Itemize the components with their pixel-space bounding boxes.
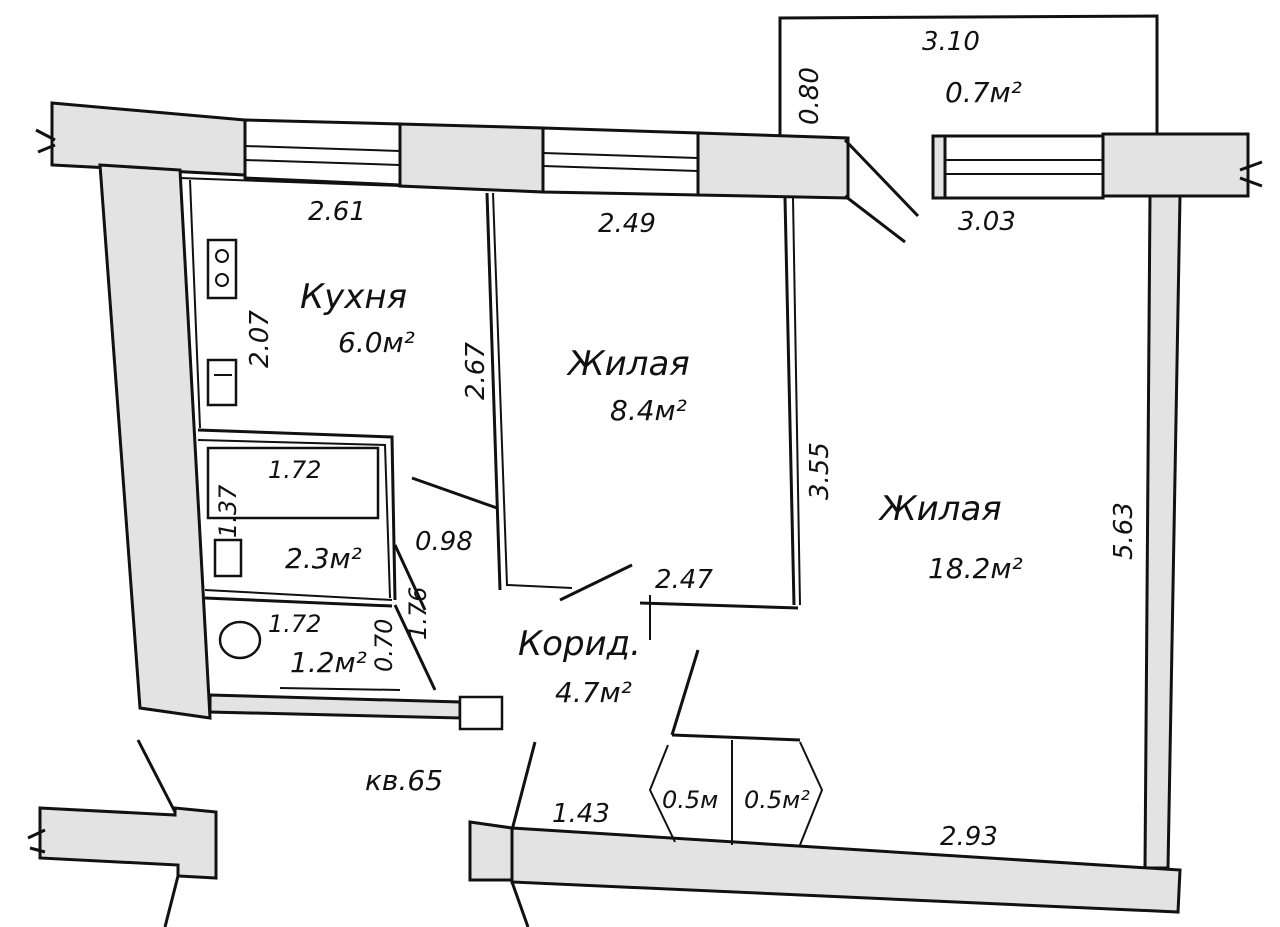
bathroom-walls bbox=[197, 428, 427, 611]
dim-balcony-depth: 0.80 bbox=[795, 67, 825, 125]
dim-bathroom-depth: 1.37 bbox=[214, 484, 242, 538]
dim-living-large-top: 3.03 bbox=[958, 207, 1016, 237]
closets bbox=[648, 649, 824, 846]
dim-bath-door: 0.98 bbox=[415, 527, 473, 557]
dim-living-small-side: 3.55 bbox=[805, 442, 835, 500]
vent-shaft-icon bbox=[458, 695, 504, 731]
closet-left-area: 0.5м bbox=[662, 786, 718, 814]
balcony-door bbox=[843, 138, 920, 244]
dim-toilet-depth: 0.70 bbox=[370, 619, 398, 672]
window-kitchen bbox=[243, 118, 402, 187]
right-wall bbox=[1143, 194, 1182, 870]
window-living-small bbox=[541, 126, 700, 197]
dim-kitchen-stove-side: 2.07 bbox=[245, 310, 275, 368]
toilet-icon bbox=[218, 620, 262, 660]
dim-toilet-width: 1.72 bbox=[268, 610, 321, 638]
dim-corridor-side: 1.76 bbox=[404, 587, 432, 640]
dim-living-small-bottom: 2.47 bbox=[655, 565, 713, 595]
corridor-name: Корид. bbox=[518, 624, 641, 664]
kitchen-name: Кухня bbox=[300, 277, 407, 317]
kitchen-area: 6.0м² bbox=[338, 326, 415, 359]
kitchen-fixtures bbox=[206, 238, 238, 407]
bottom-wall bbox=[468, 741, 1182, 927]
living-small-area: 8.4м² bbox=[610, 394, 687, 427]
closet-right-area: 0.5м² bbox=[744, 786, 810, 814]
dim-living-large-side: 5.63 bbox=[1109, 502, 1139, 560]
balcony bbox=[778, 14, 1159, 135]
sink-icon bbox=[213, 538, 243, 578]
wall-pier-2 bbox=[696, 131, 850, 200]
kitchen-walls bbox=[179, 177, 401, 429]
bathtub-icon bbox=[206, 446, 380, 520]
dim-bathroom-width: 1.72 bbox=[268, 456, 321, 484]
dim-living-large-bottom: 2.93 bbox=[940, 822, 998, 852]
dim-balcony-width: 3.10 bbox=[922, 27, 980, 57]
toilet-area: 1.2м² bbox=[290, 646, 367, 679]
stair-wall-fragment bbox=[27, 739, 218, 927]
apartment-label: кв.65 bbox=[365, 764, 443, 797]
living-large-name: Жилая bbox=[878, 489, 1002, 529]
window-living-large bbox=[931, 134, 1105, 200]
dim-living-small-top: 2.49 bbox=[598, 209, 656, 239]
balcony-area: 0.7м² bbox=[945, 76, 1022, 109]
dim-entrance-width: 1.43 bbox=[552, 799, 610, 829]
living-small-name: Жилая bbox=[566, 344, 690, 384]
corridor-area: 4.7м² bbox=[555, 676, 632, 709]
toilet-room bbox=[208, 604, 504, 731]
stove-icon bbox=[206, 238, 238, 300]
left-wall bbox=[98, 163, 212, 720]
dim-kitchen-partition: 2.67 bbox=[461, 342, 491, 400]
wall-pier-1 bbox=[398, 122, 545, 194]
dim-kitchen-top: 2.61 bbox=[308, 197, 366, 227]
living-large-area: 18.2м² bbox=[928, 552, 1023, 585]
top-wall-left bbox=[35, 101, 247, 177]
partition-living-small-right bbox=[639, 197, 801, 640]
bathroom-area: 2.3м² bbox=[285, 542, 362, 575]
partition-kitchen-living bbox=[411, 192, 633, 602]
wall-pier-3 bbox=[1101, 132, 1263, 198]
